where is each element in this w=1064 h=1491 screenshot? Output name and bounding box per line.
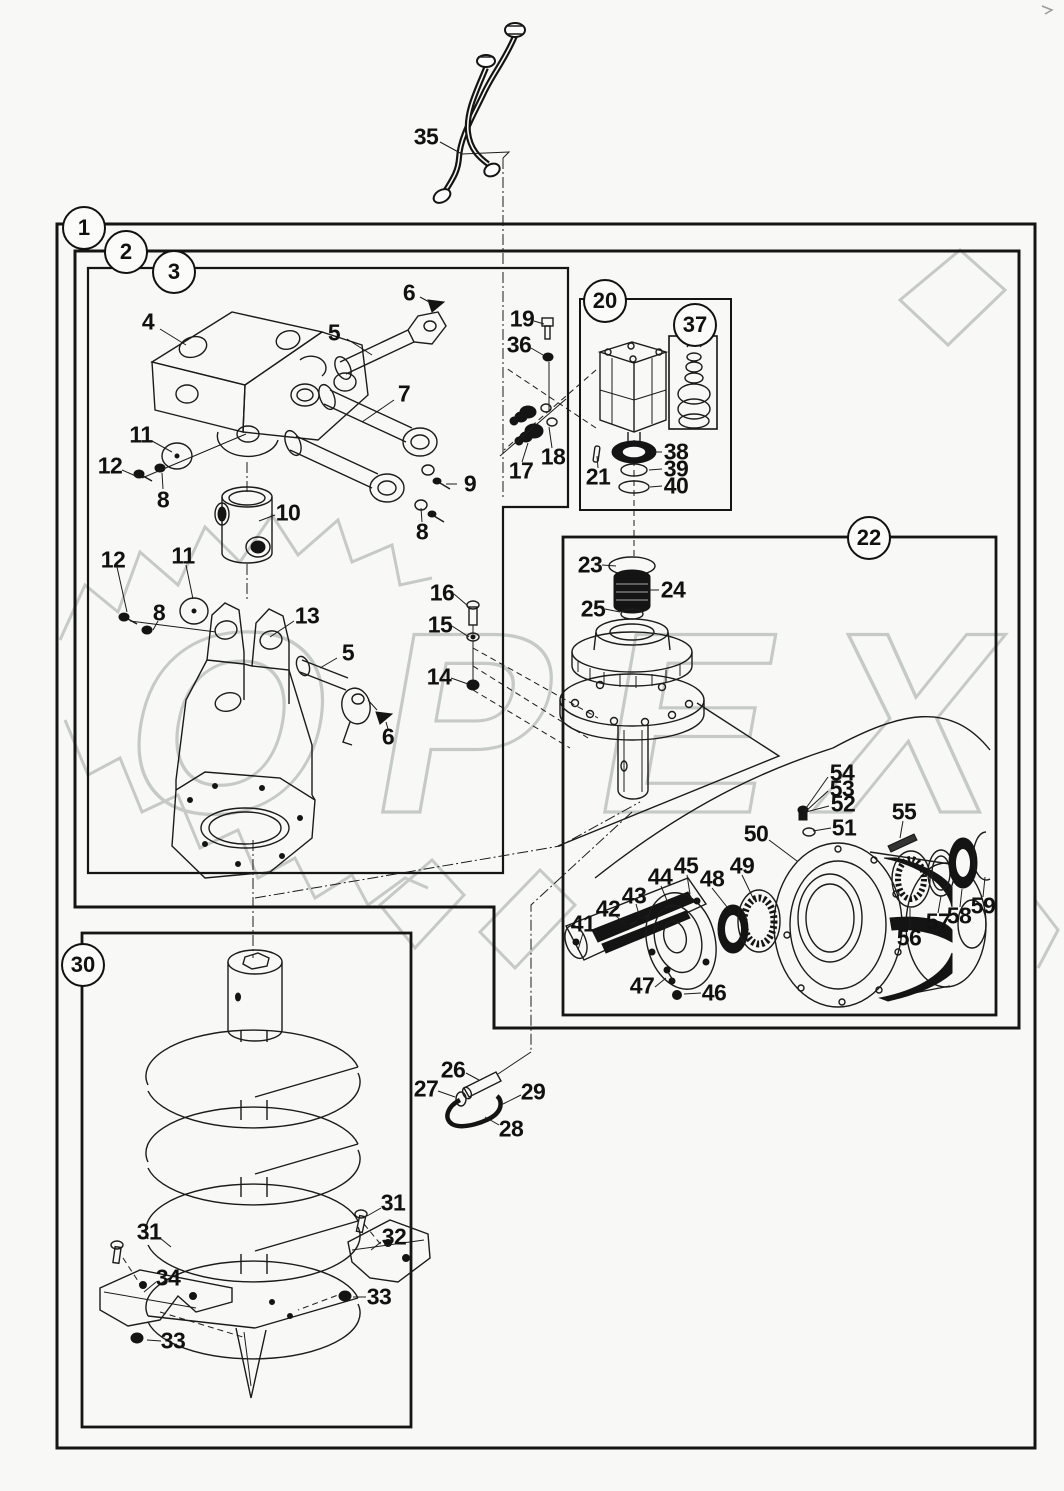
top-bracket-assembly (133, 299, 451, 523)
leader-lines (116, 141, 986, 1342)
auger-assembly (99, 949, 431, 1399)
box-22 (561, 535, 998, 1017)
hose-fitting-icon (504, 22, 526, 38)
hose-fitting-icon (476, 54, 496, 68)
lower-bracket-assembly (118, 597, 394, 879)
watermark-fragment-3 (897, 248, 1008, 348)
box-3 (86, 266, 570, 875)
swivel-tube (214, 486, 273, 564)
hydraulic-fittings (499, 317, 567, 457)
hose-fitting-icon (483, 162, 501, 178)
grease-arrow-icon (375, 711, 394, 725)
corner-mark (1041, 5, 1054, 15)
hose-fitting-icon (432, 188, 452, 204)
frame-boxes (55, 222, 1037, 1450)
box-30 (80, 931, 413, 1429)
pointer-lines (557, 702, 991, 879)
grease-arrow-icon (427, 299, 446, 313)
fastener-set-14-16 (466, 600, 480, 691)
box-1 (55, 222, 1037, 1450)
box-2 (73, 249, 1021, 1030)
retainer-pin-assembly (445, 1051, 532, 1129)
watermark-gear-top (58, 512, 433, 641)
gearbox-assembly (559, 556, 705, 800)
hose-assembly (432, 22, 526, 204)
box-20 (579, 298, 732, 511)
watermark-fragment-4 (1033, 899, 1060, 969)
watermark-gear-bottom (63, 719, 429, 908)
auger-flights (145, 1029, 361, 1360)
watermark-graphic: OPEX (58, 248, 1064, 971)
watermark-text: OPEX (105, 580, 1064, 868)
watermark-fragment-2 (477, 867, 578, 971)
hydraulic-motor (592, 341, 711, 494)
